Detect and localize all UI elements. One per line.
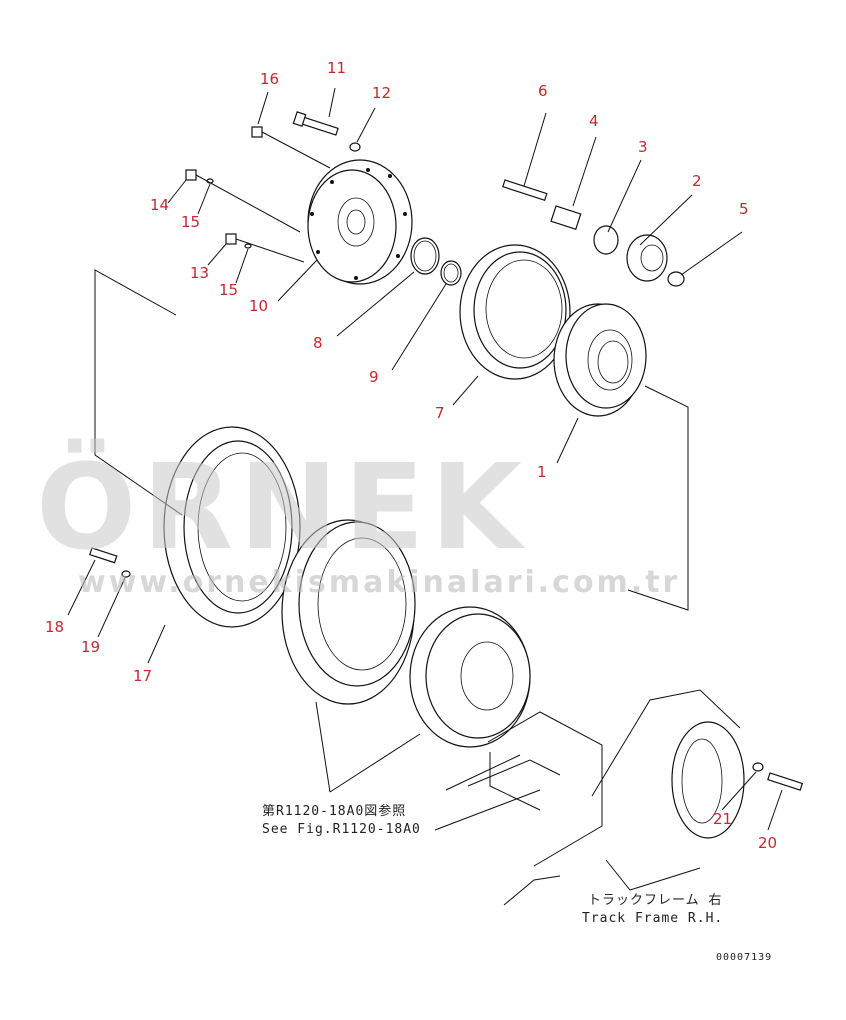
- part-label-13: 13: [190, 264, 209, 282]
- part-label-15a: 15: [181, 213, 200, 231]
- track-frame-note-jp: トラックフレーム 右: [588, 893, 722, 908]
- part-label-18: 18: [45, 618, 64, 636]
- watermark-brand: ÖRNEK: [36, 438, 528, 576]
- track-frame-note-en: Track Frame R.H.: [582, 911, 723, 926]
- leader-lines: [67, 87, 783, 831]
- sprocket-drawing: [163, 426, 301, 628]
- reference-note-en: See Fig.R1120-18A0: [262, 822, 421, 837]
- part-label-6: 6: [538, 82, 548, 100]
- drive-housing-drawing: [281, 519, 531, 748]
- rings-drawing: [410, 237, 462, 286]
- cover-plate-drawing: [307, 159, 413, 285]
- part-label-3: 3: [638, 138, 648, 156]
- part-labels: 1 2 3 4 5 6 7 8 9 10 11 12 13 14 15 15 1…: [45, 59, 777, 852]
- part-label-15b: 15: [219, 281, 238, 299]
- part-label-1: 1: [537, 463, 547, 481]
- watermark: ÖRNEK www.ornekismakinalari.com.tr: [36, 438, 680, 600]
- part-label-20: 20: [758, 834, 777, 852]
- part-label-16: 16: [260, 70, 279, 88]
- cover-fasteners-drawing: [185, 111, 361, 263]
- part-label-10: 10: [249, 297, 268, 315]
- track-frame-drawing: [467, 689, 804, 906]
- part-label-7: 7: [435, 404, 445, 422]
- part-label-17: 17: [133, 667, 152, 685]
- part-label-5: 5: [739, 200, 749, 218]
- part-label-14: 14: [150, 196, 169, 214]
- part-label-2: 2: [692, 172, 702, 190]
- part-label-19: 19: [81, 638, 100, 656]
- bearing-parts-drawing: [502, 179, 685, 287]
- drawing-number: 00007139: [716, 952, 772, 963]
- part-label-21: 21: [713, 810, 732, 828]
- part-label-9: 9: [369, 368, 379, 386]
- part-label-11: 11: [327, 59, 346, 77]
- reference-note-jp: 第R1120-18A0図参照: [262, 803, 406, 819]
- notes: 第R1120-18A0図参照 See Fig.R1120-18A0 トラックフレ…: [262, 803, 772, 963]
- sprocket-bolt-drawing: [89, 547, 131, 578]
- hub-drawing: [553, 303, 647, 417]
- watermark-url: www.ornekismakinalari.com.tr: [78, 565, 680, 600]
- part-label-4: 4: [589, 112, 599, 130]
- part-label-8: 8: [313, 334, 323, 352]
- part-label-12: 12: [372, 84, 391, 102]
- ring-gear-drawing: [459, 244, 571, 380]
